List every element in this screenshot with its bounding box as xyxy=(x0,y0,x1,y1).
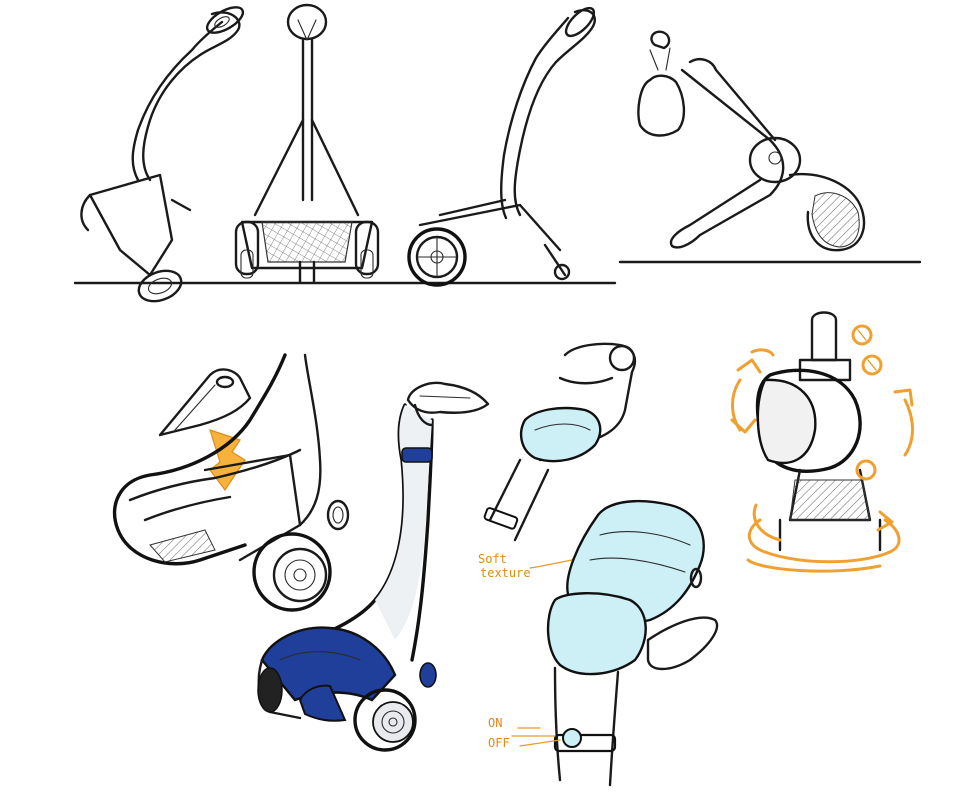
soft-texture-note: Soft texture xyxy=(478,552,531,580)
handle-switch-detail xyxy=(546,499,719,787)
soft-label: Soft xyxy=(478,552,507,566)
cart-with-bag-view xyxy=(618,30,922,264)
cart-side-view xyxy=(80,6,245,303)
on-label: ON xyxy=(488,716,503,730)
off-label: OFF xyxy=(488,736,510,750)
texture-label: texture xyxy=(480,566,531,580)
cart-angled-view xyxy=(407,6,597,287)
wheel-base-closeup xyxy=(112,353,350,612)
handle-grip-detail xyxy=(483,342,636,542)
on-off-callout xyxy=(511,727,561,747)
cart-front-view xyxy=(234,3,380,284)
rotation-head-detail xyxy=(755,311,882,552)
rotation-arrows xyxy=(730,324,914,573)
cart-color-render xyxy=(257,381,490,752)
on-off-note: ON OFF xyxy=(488,716,510,750)
